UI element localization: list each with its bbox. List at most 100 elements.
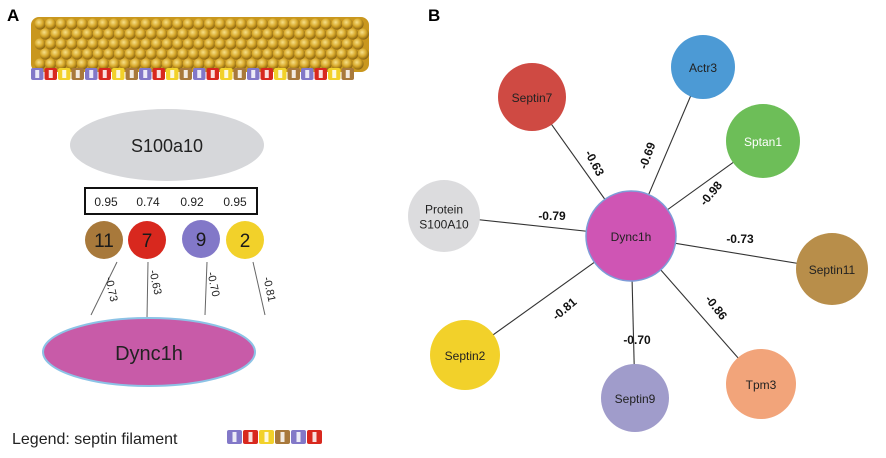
- filament-bead: [188, 48, 200, 60]
- filament-bead: [98, 18, 110, 30]
- filament-bead: [135, 28, 147, 40]
- network-node: [726, 349, 796, 419]
- filament-bead: [124, 28, 136, 40]
- filament-bead: [262, 48, 274, 60]
- edge-correlation-label: -0.98: [697, 178, 726, 208]
- network-node-label: Septin11: [809, 263, 856, 277]
- filament-bead: [214, 58, 226, 70]
- filament-bead: [161, 18, 173, 30]
- septin-correlation-lines: -0.73-0.63-0.70-0.81: [90, 261, 277, 319]
- filament-bead: [45, 38, 57, 50]
- filament-bead: [325, 48, 338, 60]
- filament-bead: [320, 38, 332, 50]
- filament-bead: [119, 18, 131, 30]
- filament-bead: [98, 58, 110, 70]
- filament-bead: [166, 28, 179, 40]
- network-node-label: Tpm3: [746, 378, 777, 392]
- septin-node-label: 11: [94, 231, 114, 252]
- filament-bead: [357, 48, 369, 60]
- network-node: [408, 180, 480, 252]
- filament-bead: [66, 38, 78, 50]
- filament-bead: [294, 48, 306, 60]
- filament-bead: [161, 38, 173, 50]
- septin-subunit-mark: [248, 432, 253, 442]
- filament-bead: [341, 38, 353, 50]
- filament-bead: [82, 28, 94, 40]
- edge-correlation-label: -0.79: [538, 209, 566, 223]
- score-value: 0.95: [223, 195, 247, 209]
- filament-bead: [352, 58, 364, 70]
- filament-bead: [129, 18, 141, 30]
- filament-bead: [108, 58, 120, 70]
- panel-b: B -0.63-0.69-0.98-0.79-0.73-0.81-0.70-0.…: [408, 6, 868, 432]
- filament-bead: [172, 38, 184, 50]
- center-node-label: Dync1h: [611, 230, 652, 244]
- septin-node: [85, 221, 123, 259]
- filament-bead: [119, 58, 131, 70]
- filament-bead: [235, 18, 247, 30]
- filament-beads: [34, 18, 369, 70]
- filament-bead: [341, 58, 353, 70]
- septin-correlation-label: -0.81: [260, 276, 277, 303]
- filament-bead: [204, 58, 216, 70]
- s100a10-label: S100a10: [131, 136, 203, 156]
- filament-bead: [182, 38, 194, 50]
- network-node: [726, 104, 800, 178]
- network-node-label: Septin2: [445, 349, 486, 363]
- filament-bead: [182, 58, 194, 70]
- septin-subunit-mark: [129, 70, 134, 78]
- filament-bead: [103, 48, 115, 60]
- filament-bead: [140, 18, 152, 30]
- filament-bead: [161, 58, 173, 70]
- filament-bead: [331, 58, 343, 70]
- septin-node-label: 2: [240, 231, 251, 252]
- filament-bead: [55, 58, 67, 70]
- filament-bead: [304, 48, 316, 60]
- filament-bead: [278, 38, 290, 50]
- legend-label: Legend: septin filament: [12, 431, 178, 448]
- filament-bead: [241, 48, 253, 60]
- filament-bead: [241, 28, 253, 40]
- filament-bead: [299, 38, 311, 50]
- edge-correlation-label: -0.69: [636, 140, 659, 171]
- filament-bead: [278, 58, 290, 70]
- septin-subunit-mark: [278, 70, 283, 78]
- filament-bead: [283, 28, 295, 40]
- septin-dync1h-edge: [146, 261, 149, 319]
- filament-bead: [288, 18, 300, 30]
- filament-bead: [310, 58, 322, 70]
- filament-bead: [257, 58, 269, 70]
- filament-bead: [352, 18, 364, 30]
- filament-bead: [235, 38, 247, 50]
- score-value: 0.92: [180, 195, 204, 209]
- filament-bead: [188, 28, 200, 40]
- filament-bead: [113, 28, 126, 40]
- filament-bead: [331, 38, 343, 50]
- filament-bead: [299, 58, 311, 70]
- filament-bead: [172, 18, 184, 30]
- filament-bead: [124, 48, 136, 60]
- network-node-label: Sptan1: [744, 135, 782, 149]
- filament-bead: [336, 48, 348, 60]
- filament-bead: [76, 58, 88, 70]
- filament-bead: [352, 38, 364, 50]
- filament-bead: [98, 38, 110, 50]
- filament-bead: [140, 38, 152, 50]
- filament-bead: [108, 18, 120, 30]
- septin-subunit-mark: [170, 70, 175, 78]
- filament-bead: [66, 18, 78, 30]
- filament-bead: [219, 28, 232, 40]
- filament-bead: [304, 28, 316, 40]
- filament-bead: [151, 38, 163, 50]
- filament-bead: [66, 58, 78, 70]
- septin-filament-strip: [31, 68, 354, 80]
- filament-bead: [251, 28, 263, 40]
- network-node-label: Actr3: [689, 61, 717, 75]
- septin-subunit-mark: [102, 70, 107, 78]
- filament-bead: [267, 38, 279, 50]
- filament-bead: [177, 28, 189, 40]
- filament-bead: [166, 48, 179, 60]
